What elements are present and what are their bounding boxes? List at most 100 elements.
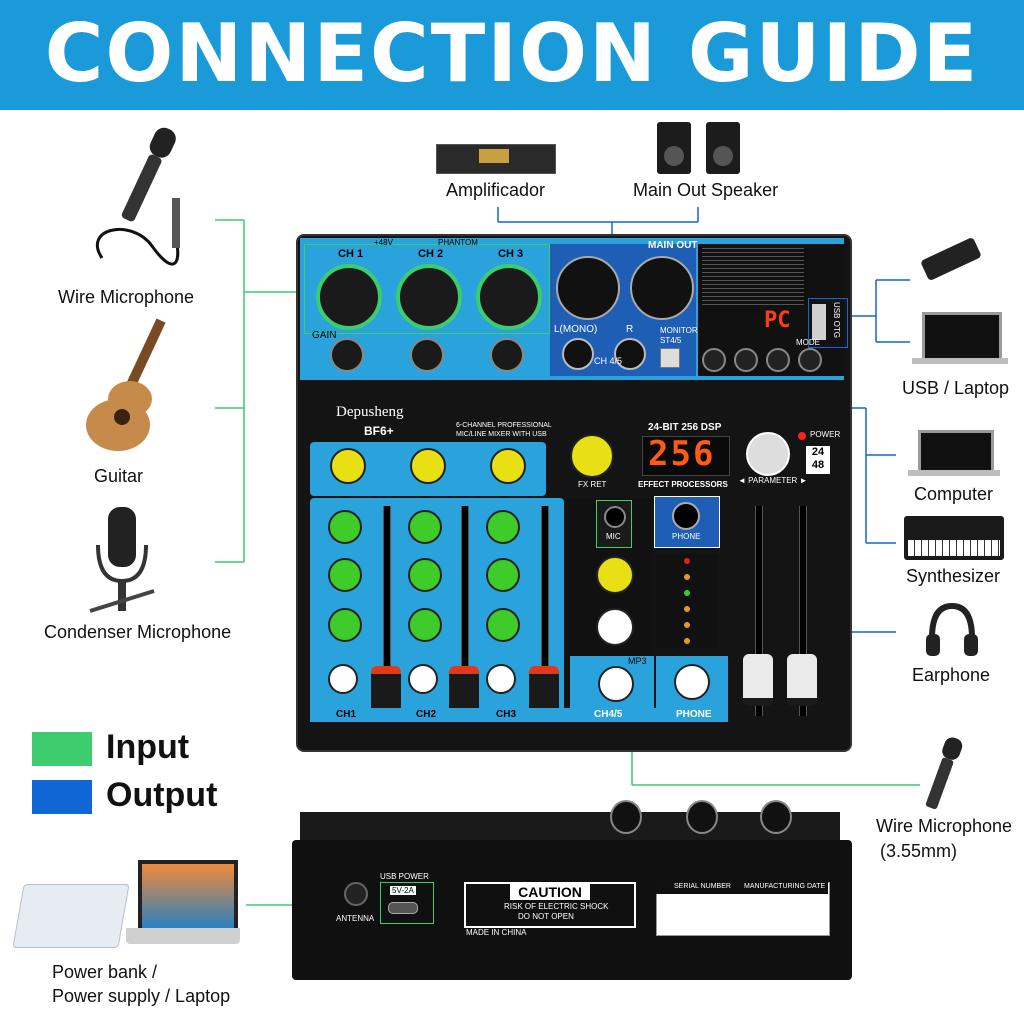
- brand-name: Depusheng: [336, 404, 404, 420]
- fx-knob-ch2[interactable]: [410, 448, 446, 484]
- fx-return-knob[interactable]: [570, 434, 614, 478]
- dsp-display-frame: [642, 436, 730, 476]
- channel-3-label: CH 3: [498, 248, 524, 260]
- wire-microphone-right-label: Wire Microphone: [876, 816, 1013, 836]
- caution-line1: RISK OF ELECTRIC SHOCK: [504, 902, 609, 911]
- badge-24: 24: [811, 446, 825, 458]
- bottom-ch2-label: CH2: [416, 709, 437, 720]
- computer-label: Computer: [914, 484, 994, 504]
- bottom-ch45-label: CH4/5: [594, 709, 623, 720]
- channel-1-label: CH 1: [338, 248, 364, 260]
- mp3-knob[interactable]: [598, 666, 634, 702]
- headphones-icon: [926, 602, 978, 656]
- top-knob: [686, 800, 718, 834]
- dsp-display: 256: [648, 434, 716, 474]
- usb-power-label: USB POWER: [380, 872, 429, 881]
- mf-knob-ch2[interactable]: [408, 558, 442, 592]
- ch45-left-jack[interactable]: [562, 338, 594, 370]
- bottom-label-bar: [310, 708, 728, 722]
- plus48v-label: +48V: [374, 238, 393, 247]
- mode-button[interactable]: [798, 348, 822, 372]
- channel-2-label: CH 2: [418, 248, 444, 260]
- gain-knob-ch3[interactable]: [490, 338, 524, 372]
- pan-knob-ch1[interactable]: [328, 664, 358, 694]
- mode-label: MODE: [796, 338, 820, 347]
- level-meter: [656, 554, 718, 648]
- bottom-phone-label: PHONE: [676, 709, 712, 720]
- lf-knob-ch3[interactable]: [486, 608, 520, 642]
- gain-knob-ch2[interactable]: [410, 338, 444, 372]
- mf-knob-ch1[interactable]: [328, 558, 362, 592]
- page-title: CONNECTION GUIDE: [44, 7, 980, 100]
- acoustic-guitar-icon: [86, 318, 166, 451]
- bottom-ch1-label: CH1: [336, 709, 357, 720]
- usb-c-port[interactable]: [388, 902, 418, 914]
- made-in-label: MADE IN CHINA: [466, 928, 527, 937]
- main-fader-left[interactable]: [743, 654, 773, 706]
- badge-48: 48: [811, 459, 825, 471]
- main-out-label: MAIN OUT: [648, 240, 698, 251]
- play-pause-button[interactable]: [766, 348, 790, 372]
- next-button[interactable]: [734, 348, 758, 372]
- mf-knob-ch3[interactable]: [486, 558, 520, 592]
- main-out-right-xlr[interactable]: [630, 256, 694, 320]
- pan-knob-ch3[interactable]: [486, 664, 516, 694]
- main-fader-track-right: [799, 506, 807, 716]
- mic-jack-label: MIC: [606, 532, 621, 541]
- bit-rate-badge: 24 48: [806, 446, 830, 474]
- guitar-label: Guitar: [94, 466, 144, 486]
- prev-button[interactable]: [702, 348, 726, 372]
- hf-knob-ch2[interactable]: [408, 510, 442, 544]
- caution-title: CAUTION: [510, 884, 590, 900]
- fx-knob-ch45[interactable]: [596, 556, 634, 594]
- synthesizer-label: Synthesizer: [906, 566, 1001, 586]
- mp3-label: MP3: [628, 656, 647, 666]
- phantom-label: PHANTOM: [438, 238, 478, 247]
- combo-jack-ch3[interactable]: [476, 264, 542, 330]
- phone-jack[interactable]: [672, 502, 700, 530]
- amplifier-icon: [436, 144, 556, 174]
- main-fader-track-left: [755, 506, 763, 716]
- laptop-base-icon: [126, 928, 240, 944]
- powerbank-icon: [12, 884, 130, 948]
- ch45-right-jack[interactable]: [614, 338, 646, 370]
- monitor-button[interactable]: [660, 348, 680, 368]
- usb-laptop-label: USB / Laptop: [902, 378, 1010, 398]
- main-out-speaker-label: Main Out Speaker: [633, 180, 779, 200]
- phone-volume-knob[interactable]: [674, 664, 710, 700]
- parameter-knob[interactable]: [746, 432, 790, 476]
- hf-knob-ch1[interactable]: [328, 510, 362, 544]
- voltage-label: 5V-2A: [390, 886, 416, 895]
- lf-knob-ch2[interactable]: [408, 608, 442, 642]
- vol-knob-ch45[interactable]: [596, 608, 634, 646]
- mic-3-5mm-jack[interactable]: [604, 506, 626, 528]
- dsp-title: 24-BIT 256 DSP: [648, 422, 722, 433]
- legend-input-label: Input: [106, 728, 190, 766]
- pan-knob-ch2[interactable]: [408, 664, 438, 694]
- fader-track-ch2: [461, 506, 469, 716]
- computer-base: [908, 470, 1000, 476]
- laptop-base: [912, 358, 1008, 364]
- laptop-icon: [922, 312, 1002, 361]
- usb-port[interactable]: [812, 304, 826, 340]
- fx-ret-label: FX RET: [578, 480, 607, 489]
- hf-knob-ch3[interactable]: [486, 510, 520, 544]
- monitor-label: MONITOR: [660, 326, 698, 335]
- main-fader-right[interactable]: [787, 654, 817, 706]
- handheld-microphone-icon: [95, 127, 180, 266]
- antenna-connector[interactable]: [344, 882, 368, 906]
- fx-knob-ch3[interactable]: [490, 448, 526, 484]
- effect-processors-label: EFFECT PROCESSORS: [638, 480, 728, 489]
- power-source-label-1: Power bank /: [52, 962, 158, 982]
- wire-microphone-sublabel: (3.55mm): [880, 841, 958, 861]
- wire-microphone-label: Wire Microphone: [58, 287, 195, 307]
- header-banner: [0, 0, 1024, 110]
- gain-knob-ch1[interactable]: [330, 338, 364, 372]
- handheld-microphone-icon: [925, 737, 963, 810]
- combo-jack-ch2[interactable]: [396, 264, 462, 330]
- fx-knob-ch1[interactable]: [330, 448, 366, 484]
- power-led: [798, 432, 806, 440]
- lf-knob-ch1[interactable]: [328, 608, 362, 642]
- combo-jack-ch1[interactable]: [316, 264, 382, 330]
- main-out-left-xlr[interactable]: [556, 256, 620, 320]
